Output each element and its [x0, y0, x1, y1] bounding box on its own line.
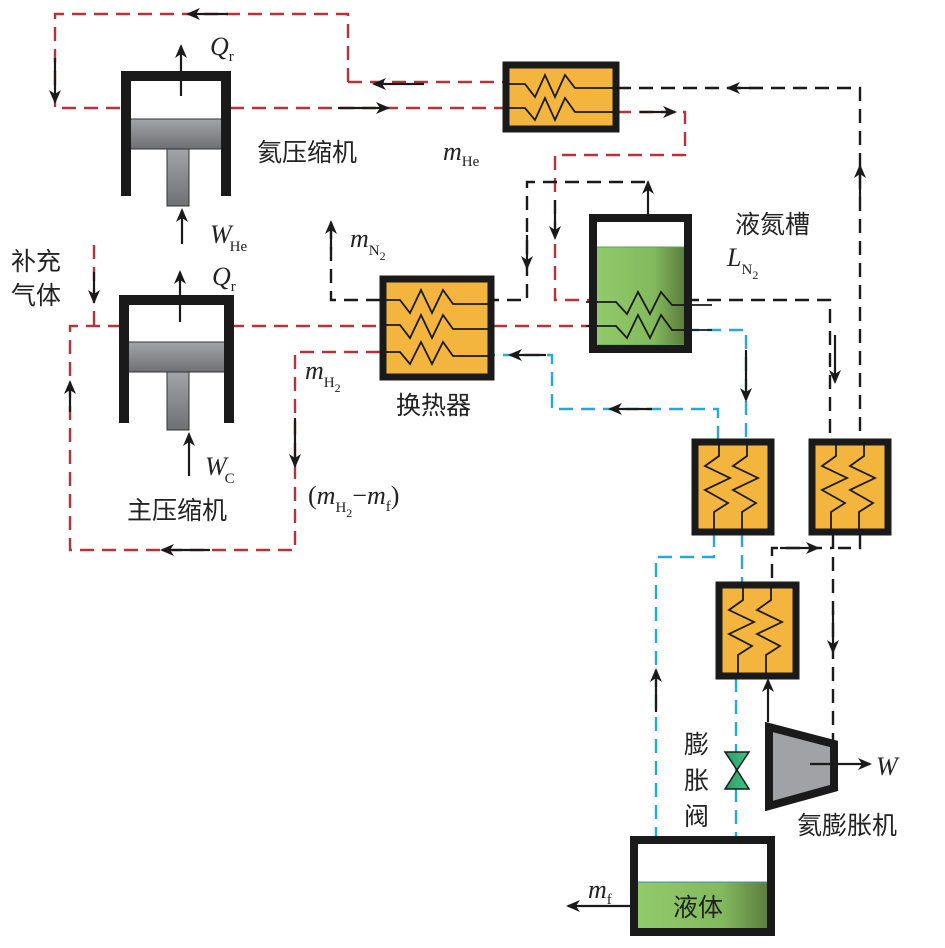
- hydrogen-mass-flow-label: mH2: [305, 356, 341, 395]
- ln2-level-label: LN2: [726, 243, 758, 282]
- coil: [703, 440, 733, 534]
- hx-body: [808, 438, 892, 536]
- product-mass-flow-label: mf: [588, 875, 612, 908]
- cylinder-wall: [119, 295, 234, 423]
- makeup-gas-label-1: 补充: [11, 247, 61, 276]
- turbine-icon: [765, 721, 838, 812]
- coil: [848, 440, 878, 534]
- expansion-valve-label-3: 阀: [684, 802, 709, 831]
- recycle-mass-flow-label: (mH2−mf): [308, 481, 399, 520]
- heat-rejection-label-2: Qr: [212, 262, 236, 295]
- piston-head: [126, 341, 226, 373]
- tank-wall: [589, 214, 692, 353]
- piston-rod: [166, 371, 190, 431]
- coil: [754, 583, 785, 678]
- coil: [731, 440, 761, 534]
- tank-wall: [630, 836, 775, 936]
- expansion-valve[interactable]: [723, 751, 751, 790]
- expander-work-label: W: [876, 752, 900, 781]
- coil: [380, 312, 493, 341]
- coil: [380, 339, 493, 367]
- valve-icon: [723, 768, 751, 790]
- liquid-tank: [566, 836, 775, 936]
- coil: [503, 95, 614, 123]
- hx3-out-line: [770, 546, 832, 578]
- helium-heat-exchanger: [502, 61, 620, 133]
- labels: 氦压缩机 主压缩机 换热器 液氮槽 补充 气体 膨 胀 阀 氦膨胀机 液体 Qr…: [11, 32, 900, 922]
- helium-compressor: [121, 44, 231, 244]
- valve-icon: [723, 751, 751, 772]
- hx-body: [715, 581, 800, 680]
- liquid-label: 液体: [673, 893, 723, 922]
- main-compressor: [119, 270, 234, 476]
- n2-exhaust-line: [329, 230, 380, 302]
- nitrogen-mass-flow-label: mN2: [350, 224, 386, 263]
- ln2-tank: [586, 214, 712, 353]
- flow-arrows: [49, 8, 866, 722]
- heat-exchanger-1: [691, 438, 775, 536]
- coil: [726, 583, 757, 678]
- cylinder-wall: [121, 71, 231, 196]
- expansion-valve-label-2: 胀: [684, 766, 709, 795]
- hx-body: [691, 438, 775, 536]
- hx-body: [502, 61, 620, 133]
- piston-head: [126, 118, 226, 150]
- helium-expander-label: 氦膨胀机: [797, 811, 897, 840]
- helium-work-label: WHe: [210, 220, 248, 255]
- heat-rejection-label: Qr: [210, 32, 234, 65]
- coil: [820, 440, 850, 534]
- helium-cold-return-line: [617, 86, 862, 440]
- main-heat-exchanger: [379, 275, 495, 381]
- ln2-to-hx2-line: [685, 298, 832, 440]
- heat-exchanger-label: 换热器: [396, 391, 471, 420]
- coil: [503, 72, 614, 100]
- expansion-valve-label-1: 膨: [684, 730, 709, 759]
- helium-compressor-label: 氦压缩机: [257, 138, 357, 167]
- compressor-work-label: WC: [205, 452, 235, 487]
- hydrogen-recycle-line: [68, 324, 380, 552]
- heat-exchanger-2: [808, 438, 892, 536]
- coil: [586, 312, 712, 341]
- hx1-to-main-hx-line: [493, 353, 720, 440]
- hx2-out-line: [838, 535, 862, 550]
- ln2-to-hx1-line: [685, 328, 748, 440]
- hydrogen-loop-lines: [68, 245, 596, 552]
- ln2-tank-label: 液氮槽: [735, 210, 810, 239]
- makeup-gas-label-2: 气体: [11, 281, 61, 310]
- helium-return-line: [53, 12, 350, 110]
- hydrogen-cold-lines: [493, 328, 748, 840]
- helium-expander: [765, 721, 872, 812]
- coil: [586, 290, 712, 316]
- piston-rod: [166, 148, 190, 207]
- helium-mass-flow-label: mHe: [443, 137, 480, 170]
- heat-exchanger-3: [715, 581, 800, 680]
- coil: [380, 287, 493, 316]
- main-compressor-label: 主压缩机: [127, 496, 227, 525]
- liquid-hydrogen: [634, 881, 770, 931]
